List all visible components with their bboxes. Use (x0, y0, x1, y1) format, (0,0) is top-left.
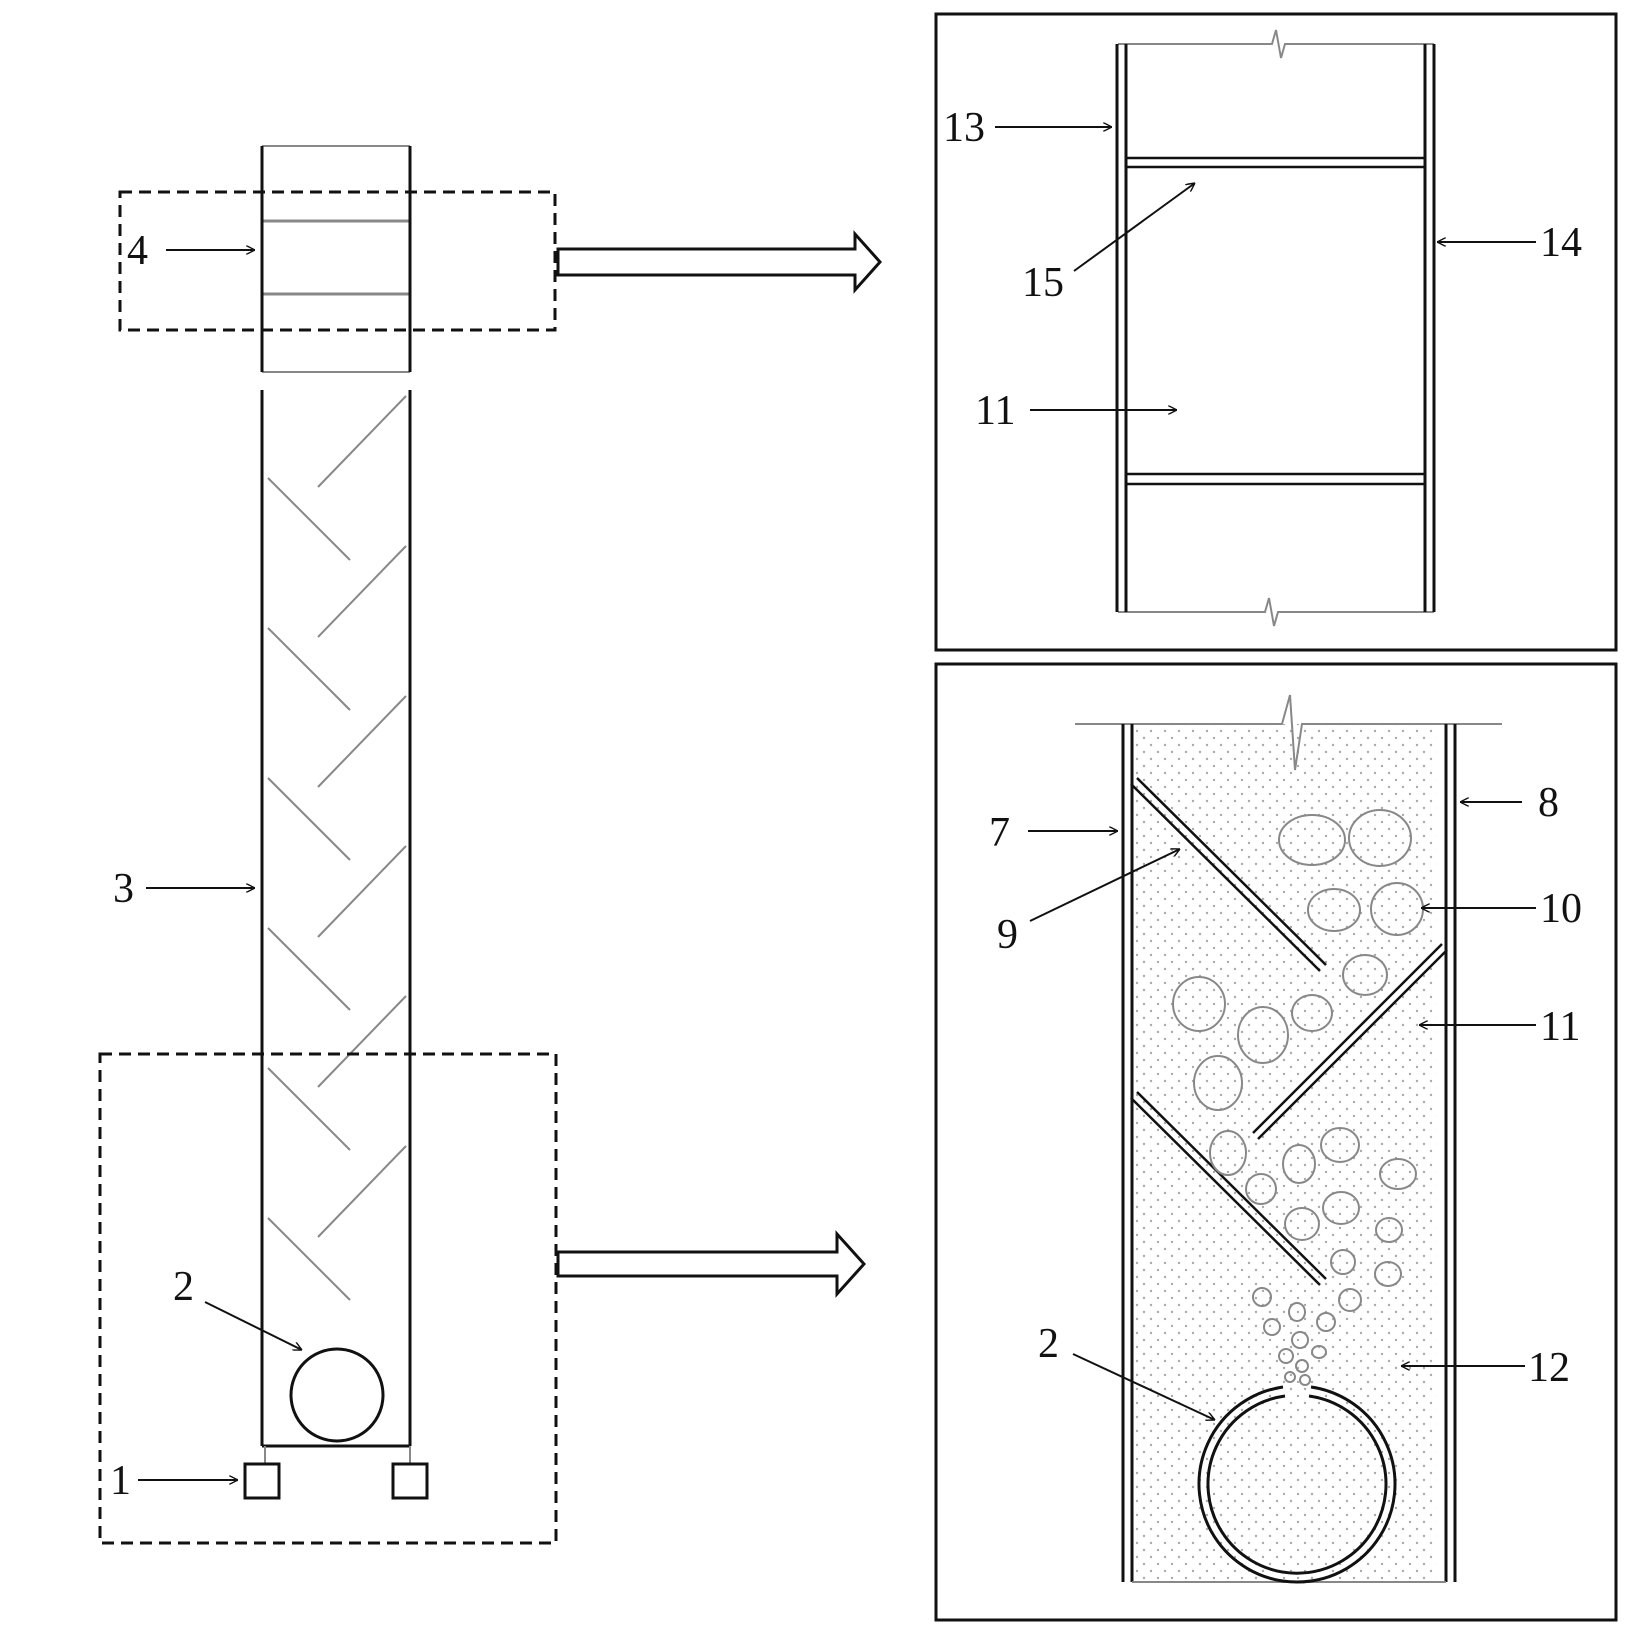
label-12: 12 (1528, 1345, 1570, 1391)
label-4: 4 (127, 228, 148, 274)
baffles (1130, 777, 1448, 1286)
label-10: 10 (1540, 886, 1582, 932)
label-14: 14 (1540, 220, 1582, 266)
detail-panel-top: 13 14 15 11 (934, 12, 1618, 652)
top-section-outline (261, 145, 411, 373)
label-2-left: 2 (173, 1264, 194, 1310)
break-line-bottom (1118, 597, 1434, 627)
leader-2-left (204, 1301, 302, 1351)
aerator-tube (289, 1347, 385, 1443)
break-line (1075, 694, 1502, 771)
label-7: 7 (989, 810, 1010, 856)
detail-box-top (118, 190, 557, 332)
label-2-right: 2 (1038, 1321, 1059, 1367)
detail-panel-bottom: 7 8 9 10 11 2 12 (934, 662, 1618, 1622)
aerator-ring-inner (1206, 1394, 1388, 1575)
leader-2-right (1072, 1353, 1215, 1420)
big-arrow-top-icon (556, 230, 883, 294)
support-foot-right (391, 1462, 429, 1500)
label-13: 13 (943, 105, 985, 151)
label-15: 15 (1022, 260, 1064, 306)
detail-panel-bottom-frame (934, 662, 1618, 1622)
column-baffles (267, 395, 407, 1301)
label-11-bottom: 11 (1540, 1004, 1580, 1050)
label-11-top: 11 (975, 388, 1015, 434)
label-9: 9 (997, 912, 1018, 958)
detail-panel-top-frame (934, 12, 1618, 652)
support-foot-left (243, 1462, 281, 1500)
bubbles (1172, 809, 1424, 1386)
leader-9 (1029, 848, 1180, 922)
label-1: 1 (110, 1458, 131, 1504)
label-8: 8 (1538, 780, 1559, 826)
label-3: 3 (113, 866, 134, 912)
aerator-ring-outer (1197, 1385, 1397, 1584)
detail-box-bottom (98, 1052, 558, 1545)
break-line-top (1118, 29, 1434, 59)
big-arrow-bottom-icon (556, 1230, 867, 1298)
overview-column: 4 3 2 1 (98, 145, 883, 1545)
leader-15 (1073, 183, 1195, 272)
